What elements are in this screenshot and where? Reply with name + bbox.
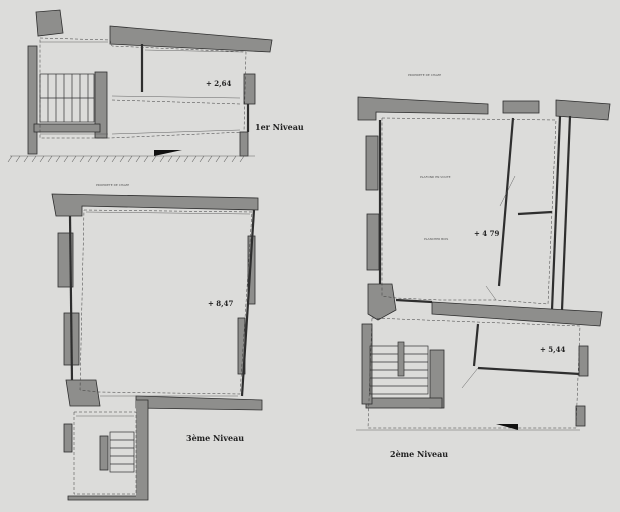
third-floor-neighbor-label: PROPRIETE DE CHAZE bbox=[96, 183, 129, 187]
third-floor-annex-outline bbox=[73, 411, 137, 495]
second-floor-wall-top-left bbox=[357, 96, 489, 121]
second-floor-wall-top-middle bbox=[502, 100, 540, 114]
first-floor-plan: + 2,64 1er Niveau bbox=[7, 9, 304, 163]
third-floor-wall-left-upper bbox=[57, 232, 74, 288]
first-floor-section-arrow bbox=[154, 150, 182, 156]
first-floor-room-outline bbox=[111, 99, 241, 105]
second-floor-partition-low bbox=[477, 366, 581, 376]
second-floor-section-arrow bbox=[496, 424, 518, 430]
second-floor-wall-right-outer bbox=[560, 115, 572, 311]
third-floor-stair bbox=[109, 431, 135, 473]
second-floor-floor-label: PLANCHER BOIS bbox=[424, 237, 448, 241]
second-floor-upper-room-outline bbox=[381, 117, 557, 305]
first-floor-inner-outline bbox=[39, 37, 247, 139]
first-floor-wall-right-stub bbox=[239, 131, 249, 157]
third-floor-room-outline bbox=[79, 209, 253, 395]
second-floor-wall-middle-left bbox=[367, 283, 397, 321]
second-floor-wall-middle-thin bbox=[395, 298, 433, 304]
second-floor-wall-middle-band bbox=[431, 301, 603, 327]
third-floor-wall-annex-left bbox=[63, 423, 73, 453]
first-floor-stair bbox=[39, 73, 95, 123]
first-floor-ground-hatch bbox=[7, 155, 245, 163]
first-floor-wall-right-pier bbox=[243, 73, 256, 105]
third-floor-wall-annex bbox=[67, 399, 149, 501]
second-floor-level-lower: + 5,44 bbox=[540, 345, 565, 354]
third-floor-wall-lower-band bbox=[135, 395, 263, 411]
third-floor-wall-annex-stair bbox=[99, 435, 109, 471]
first-floor-dimension-room bbox=[144, 49, 244, 53]
second-floor-title: 2ème Niveau bbox=[390, 449, 448, 459]
second-floor-lower-room-outline bbox=[367, 317, 581, 429]
first-floor-dimension-mid bbox=[111, 95, 241, 99]
third-floor-wall-left-thin bbox=[68, 215, 74, 383]
first-floor-level: + 2,64 bbox=[206, 79, 231, 88]
third-floor-title: 3ème Niveau bbox=[186, 433, 244, 443]
second-floor-wall-right-inner bbox=[550, 115, 562, 311]
second-floor-wall-right-lower bbox=[578, 345, 589, 377]
second-floor-door-swing-1 bbox=[499, 175, 516, 207]
second-floor-level-upper: + 4 79 bbox=[474, 229, 499, 238]
first-floor-title: 1er Niveau bbox=[255, 122, 304, 132]
second-floor-wall-left-upper bbox=[365, 135, 379, 191]
first-floor-wall-stair-bottom bbox=[33, 123, 101, 133]
first-floor-wall-top-right bbox=[109, 25, 273, 53]
second-floor-ceiling-label: PLAFOND EN VOUTE bbox=[420, 175, 451, 179]
third-floor-wall-lower-left bbox=[65, 379, 101, 407]
third-floor-wall-right-thin bbox=[240, 209, 256, 397]
second-floor-door-swing-2 bbox=[485, 285, 497, 301]
third-floor-plan: PROPRIETE DE CHAZE + 8,47 3ème Niveau bbox=[51, 183, 263, 501]
second-floor-stair bbox=[369, 341, 429, 395]
second-floor-partition-stub bbox=[472, 323, 480, 367]
first-floor-wall-top-left bbox=[35, 9, 64, 37]
second-floor-door-swing-3 bbox=[461, 367, 479, 389]
second-floor-partition-vertical bbox=[497, 117, 515, 287]
first-floor-wall-stair-right bbox=[94, 71, 108, 139]
second-floor-wall-left-lower-pier bbox=[361, 323, 373, 405]
first-floor-dimension-bottom-right bbox=[111, 129, 241, 135]
third-floor-level: + 8,47 bbox=[208, 299, 233, 308]
second-floor-wall-stair-bottom bbox=[365, 397, 443, 409]
third-floor-dimension-top bbox=[85, 211, 251, 215]
second-floor-partition-small bbox=[517, 210, 553, 216]
first-floor-wall-left bbox=[27, 45, 38, 155]
second-floor-wall-left-lower bbox=[366, 213, 380, 271]
second-floor-wall-top-right bbox=[555, 99, 611, 121]
third-floor-wall-top bbox=[51, 193, 259, 217]
second-floor-plan: PROPRIETE DE CHAZE bbox=[356, 73, 611, 459]
second-floor-neighbor-label: PROPRIETE DE CHAZE bbox=[408, 73, 441, 77]
second-floor-wall-right-foot bbox=[575, 405, 586, 427]
